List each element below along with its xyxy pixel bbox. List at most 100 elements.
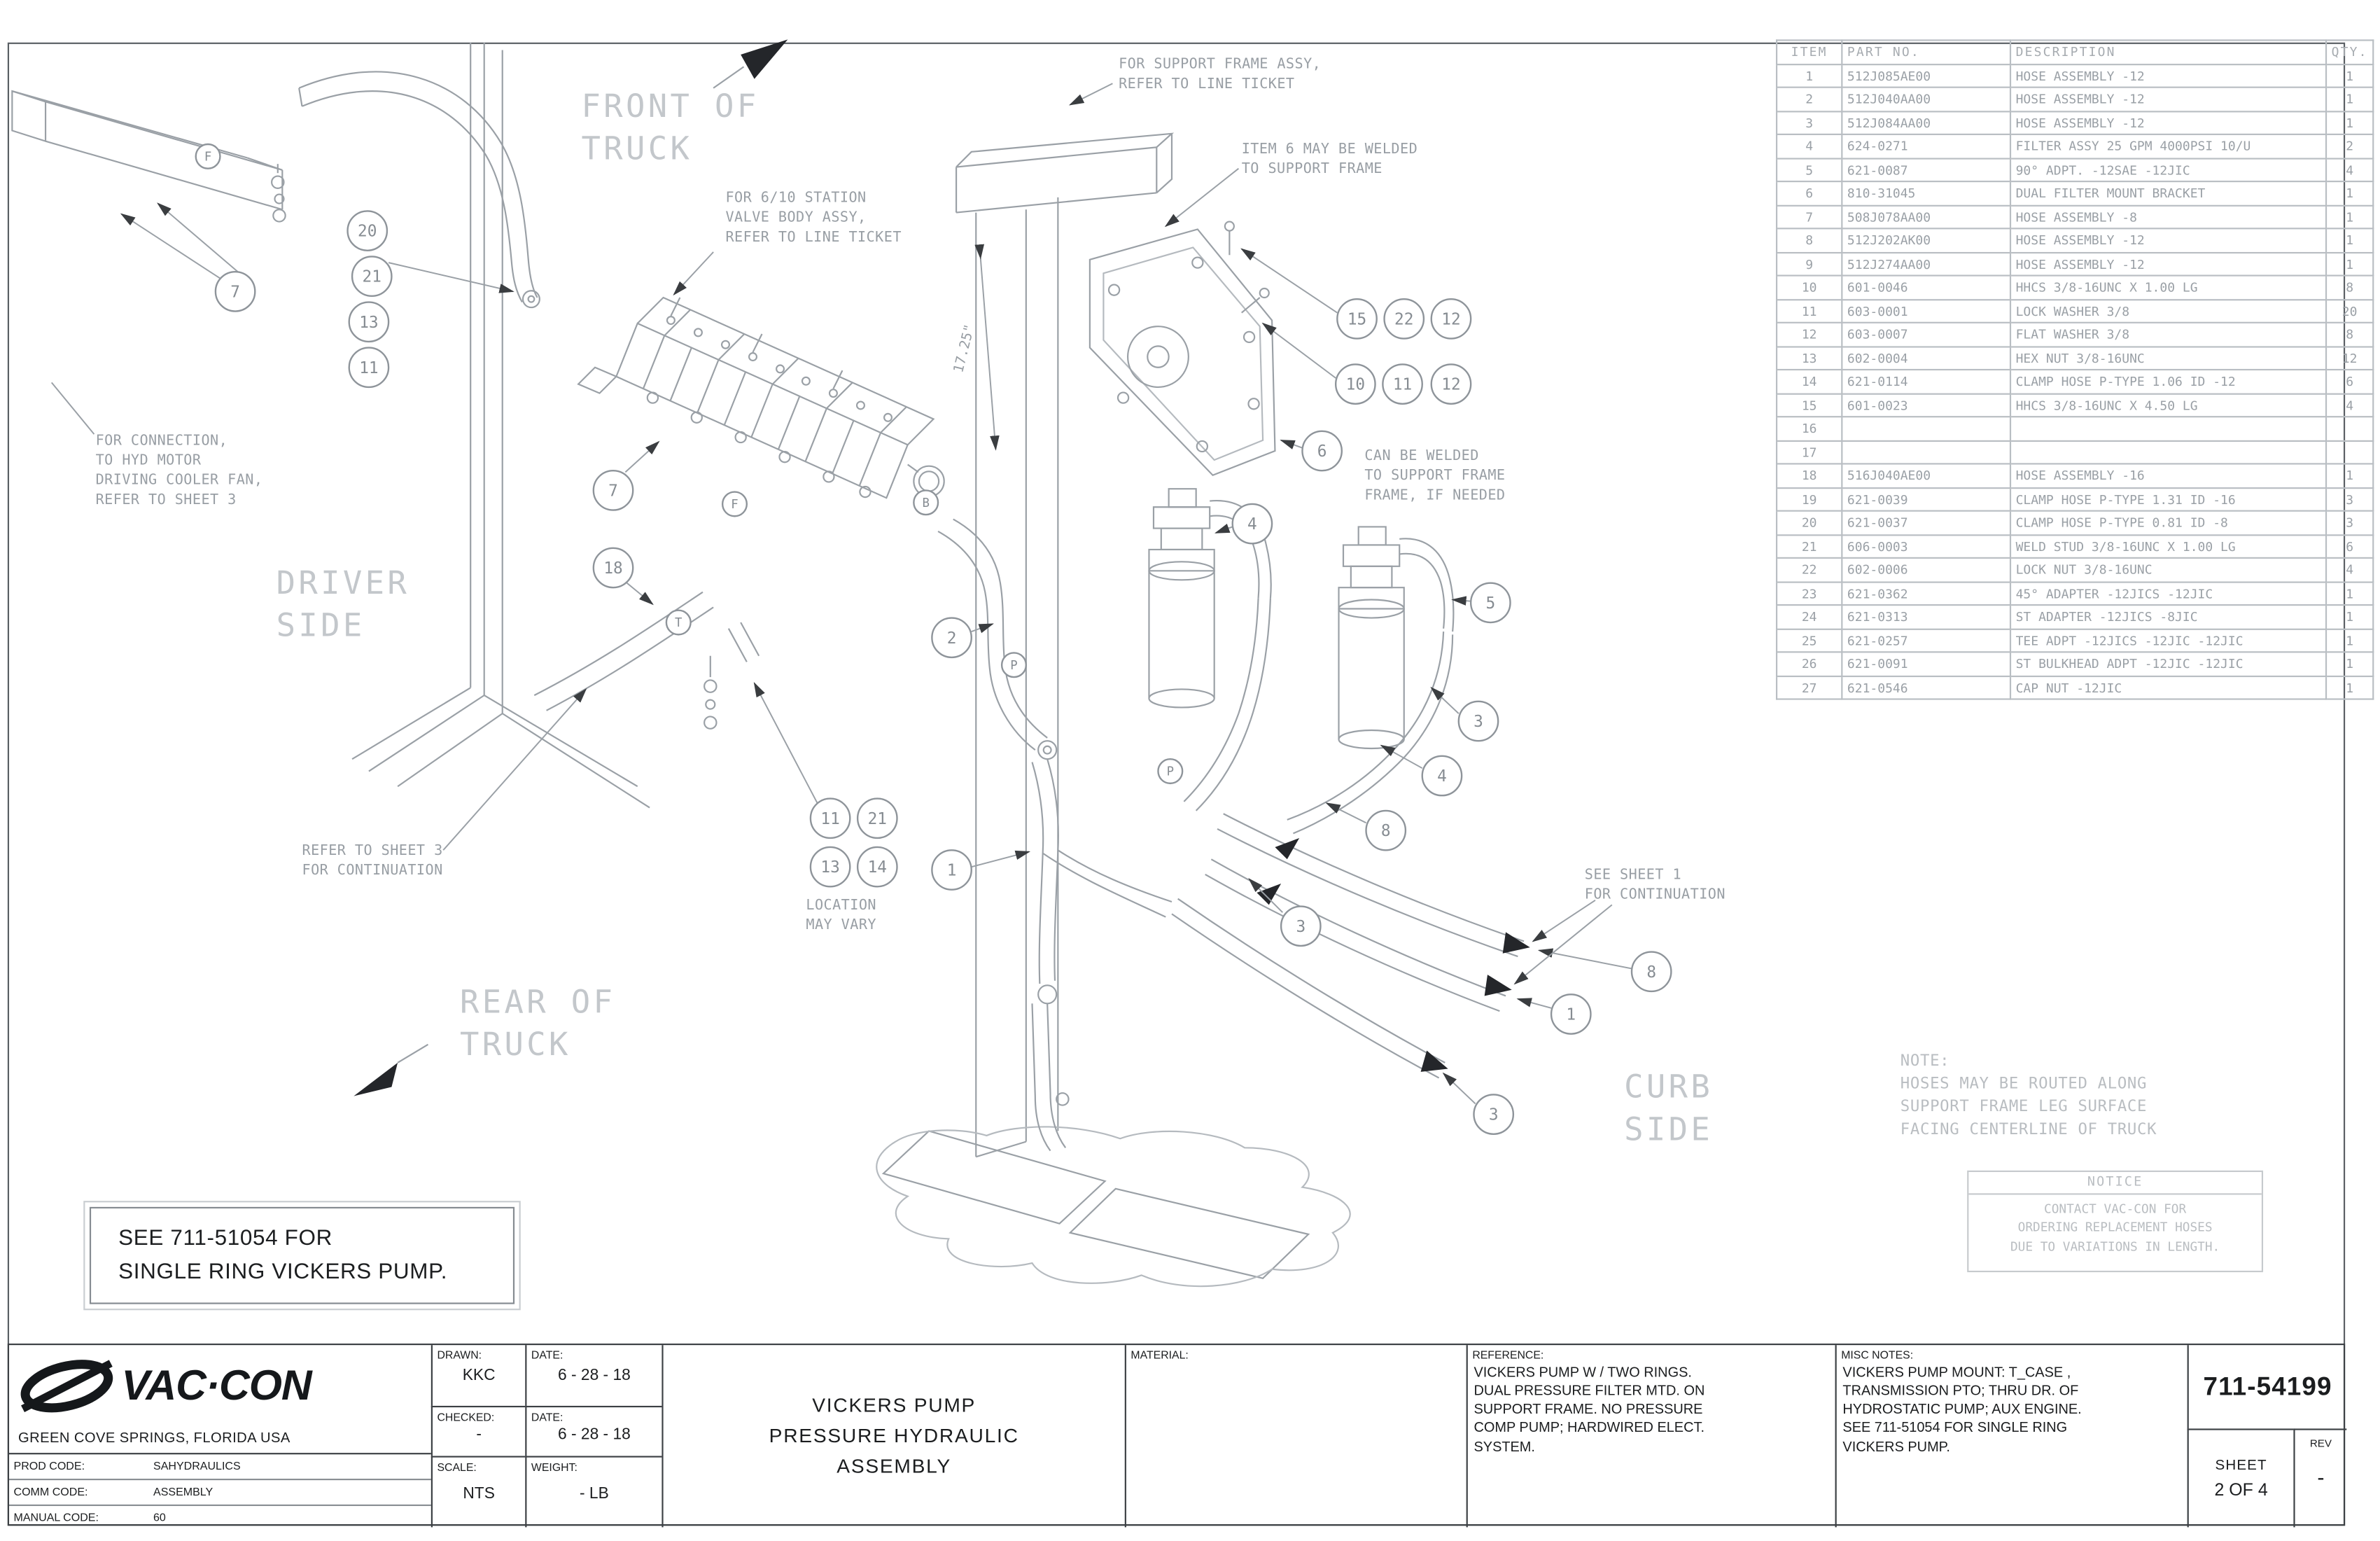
notice-text: CONTACT VAC-CON FOR ORDERING REPLACEMENT… xyxy=(2010,1201,2220,1254)
notice-title: NOTICE xyxy=(1968,1172,2262,1195)
parts-table-header: ITEM PART NO. DESCRIPTION QTY. xyxy=(1775,39,2374,65)
item-callout-balloon xyxy=(856,846,898,888)
callout-label: 18 xyxy=(603,559,622,578)
callout-label: F xyxy=(731,498,738,512)
callout-label: T xyxy=(675,616,682,630)
callout-label: B xyxy=(922,496,929,510)
dimension-17-25: 17.25" xyxy=(950,244,1000,451)
port-letter-balloon xyxy=(1000,652,1028,678)
callout-label: 1 xyxy=(1566,1006,1576,1024)
item-callout-balloon xyxy=(1280,905,1322,947)
callout-label: 7 xyxy=(608,482,618,500)
col-header-item: ITEM xyxy=(1775,39,1843,65)
callout-label: 11 xyxy=(1393,376,1412,394)
reference-text: VICKERS PUMP W / TWO RINGS. DUAL PRESSUR… xyxy=(1474,1365,1705,1454)
callout-label: F xyxy=(204,150,211,164)
item-callout-balloon xyxy=(592,470,634,511)
item-callout-balloon xyxy=(809,797,851,839)
callout-label: 6 xyxy=(1317,442,1327,461)
port-letter-balloon xyxy=(721,491,748,517)
callout-label: 11 xyxy=(359,359,378,377)
misc-notes-text: VICKERS PUMP MOUNT: T_CASE , TRANSMISSIO… xyxy=(1842,1365,2082,1454)
callout-label: 12 xyxy=(1441,310,1460,328)
callout-label: 3 xyxy=(1489,1106,1499,1124)
support-frame-lines xyxy=(876,132,1351,1288)
misc-notes-cell: MISC NOTES: VICKERS PUMP MOUNT: T_CASE ,… xyxy=(1835,1345,2188,1528)
vaccon-logo: VAC·CON xyxy=(18,1351,312,1421)
notice-box: NOTICE CONTACT VAC-CON FOR ORDERING REPL… xyxy=(1967,1170,2264,1273)
sheet-cell: SHEET 2 OF 4 xyxy=(2187,1428,2294,1528)
rear-view-arrow xyxy=(354,1062,398,1096)
reference-cell: REFERENCE: VICKERS PUMP W / TWO RINGS. D… xyxy=(1466,1345,1835,1528)
manual-code-row: MANUAL CODE: 60 xyxy=(13,1510,166,1525)
prod-code-row: PROD CODE: SAHYDRAULICS xyxy=(9,1454,431,1481)
drawing-number: 711-54199 xyxy=(2187,1345,2347,1429)
item-callout-balloon xyxy=(1365,809,1407,851)
item-callout-balloon xyxy=(931,617,972,659)
item-callout-balloon xyxy=(856,797,898,839)
item-callout-balloon xyxy=(1469,582,1511,624)
callout-label: 2 xyxy=(947,629,957,648)
callout-label: 7 xyxy=(230,283,240,301)
col-header-part-no: PART NO. xyxy=(1841,39,2012,65)
item-callout-balloon xyxy=(351,256,393,298)
callout-label: 8 xyxy=(1381,822,1391,840)
front-view-arrow xyxy=(741,39,788,79)
company-address: GREEN COVE SPRINGS, FLORIDA USA xyxy=(18,1430,290,1446)
callout-label: 21 xyxy=(868,810,887,828)
port-letter-balloon xyxy=(913,489,939,516)
item-callout-balloon xyxy=(1334,363,1376,405)
callout-label: P xyxy=(1010,659,1017,673)
callout-label: P xyxy=(1167,765,1174,779)
item-callout-balloon xyxy=(214,270,256,312)
callout-label: 1 xyxy=(947,862,957,880)
col-header-qty: QTY. xyxy=(2325,39,2374,65)
callout-label: 10 xyxy=(1346,376,1365,394)
callout-label: 5 xyxy=(1485,594,1495,613)
weight-cell: WEIGHT: - LB xyxy=(525,1456,662,1528)
callout-label: 11 xyxy=(820,810,839,828)
callout-label: 22 xyxy=(1394,310,1413,328)
comm-code-row: COMM CODE: ASSEMBLY xyxy=(9,1480,431,1507)
item-callout-balloon xyxy=(592,547,634,589)
code-rows: PROD CODE: SAHYDRAULICS COMM CODE: ASSEM… xyxy=(9,1453,431,1527)
item-callout-balloon xyxy=(1336,298,1378,340)
item-callout-balloon xyxy=(1473,1094,1515,1135)
material-cell: MATERIAL: xyxy=(1124,1345,1466,1528)
company-block: VAC·CON GREEN COVE SPRINGS, FLORIDA USA … xyxy=(9,1345,431,1527)
dimension-label: 17.25" xyxy=(950,323,977,375)
item-callout-balloon xyxy=(1430,363,1472,405)
callout-label: 4 xyxy=(1247,515,1257,534)
item-callout-balloon xyxy=(1430,298,1472,340)
port-letter-balloon xyxy=(665,609,692,636)
col-header-description: DESCRIPTION xyxy=(2009,39,2328,65)
callout-label: 21 xyxy=(363,268,382,286)
item-callout-balloon xyxy=(1457,700,1499,742)
item-callout-balloon xyxy=(1231,503,1273,545)
item-callout-balloon xyxy=(1550,993,1592,1035)
single-ring-note-line1: SEE 711-51054 FOR xyxy=(118,1226,332,1250)
callout-label: 20 xyxy=(358,223,377,241)
port-letter-balloon xyxy=(195,143,221,169)
single-ring-note-box: SEE 711-51054 FOR SINGLE RING VICKERS PU… xyxy=(83,1201,521,1311)
callout-label: 12 xyxy=(1441,376,1460,394)
